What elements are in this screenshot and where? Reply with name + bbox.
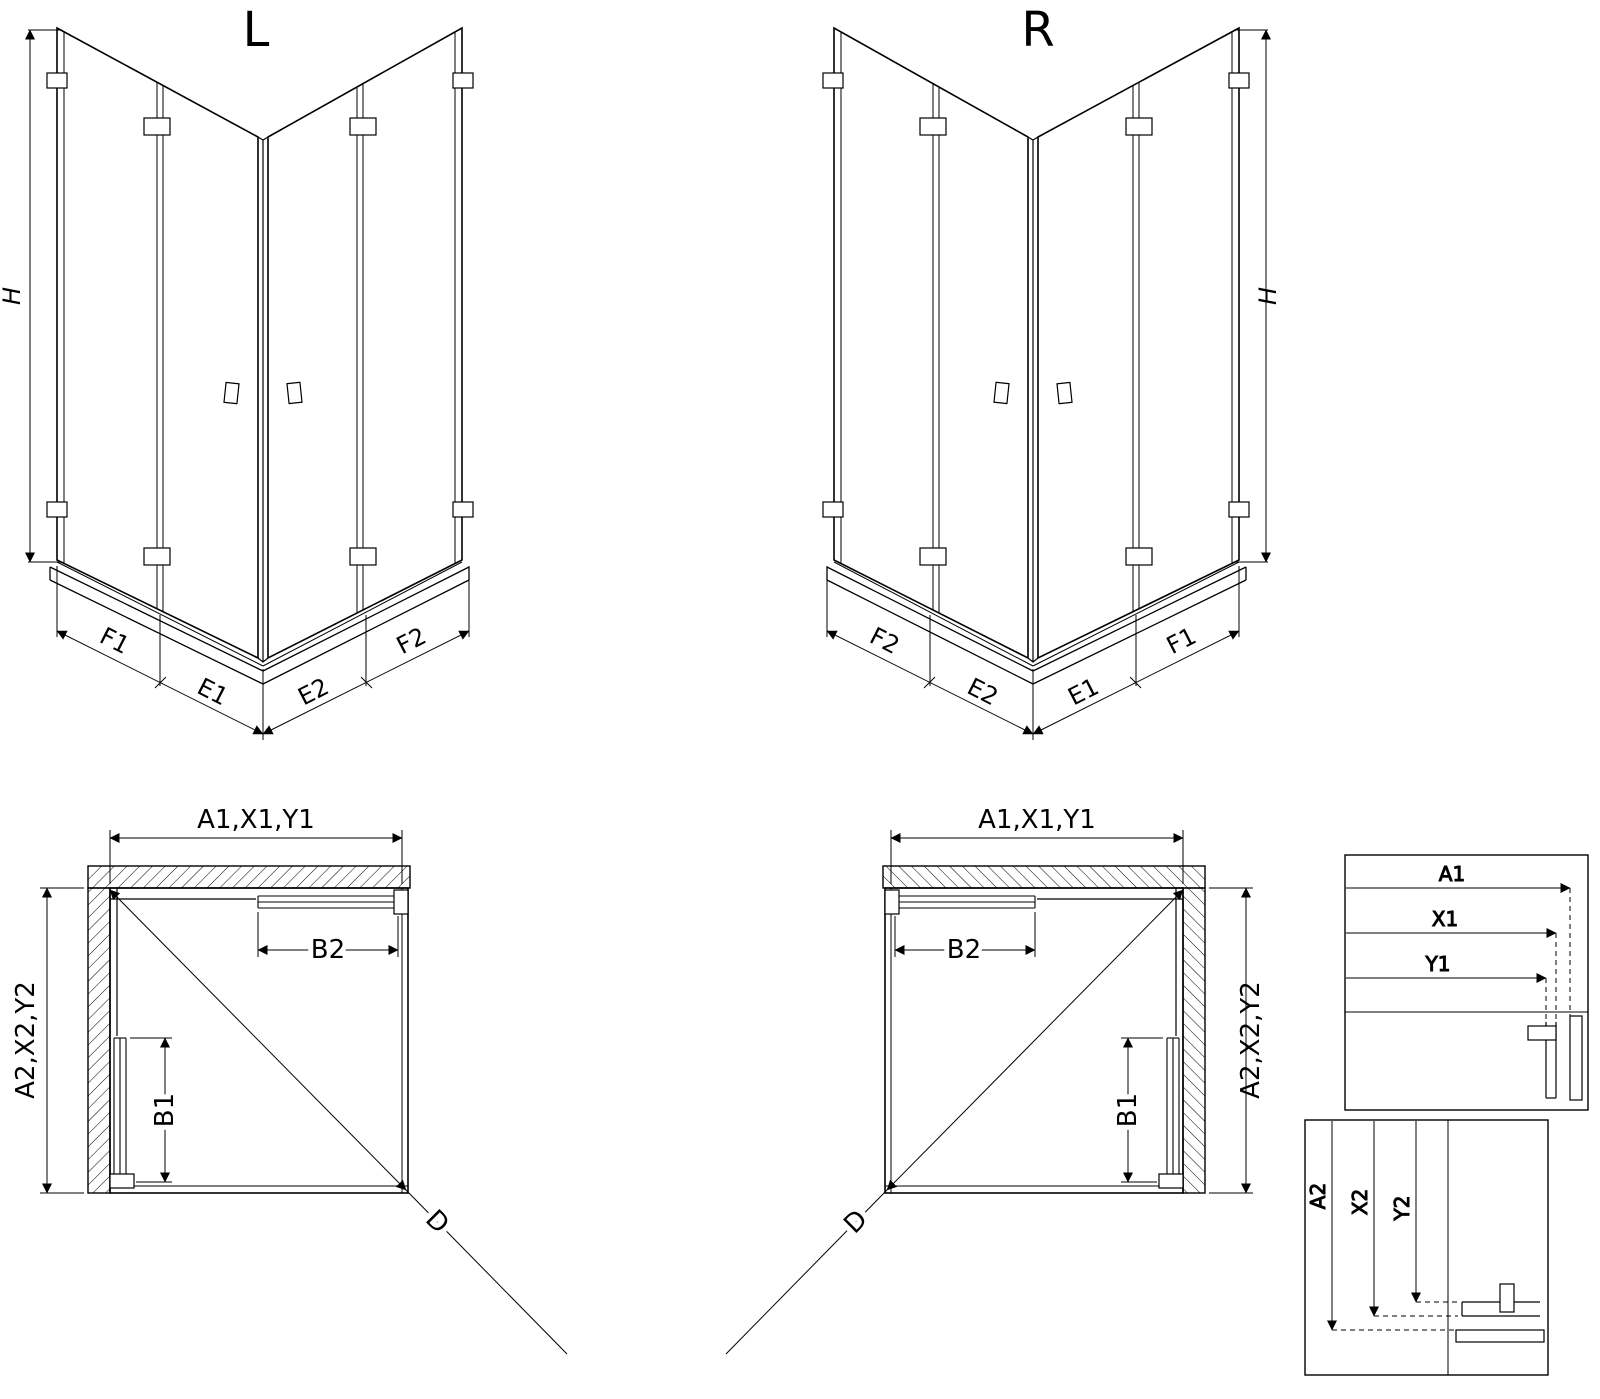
a1-label: A1	[1439, 862, 1465, 886]
detail-box-depth: A2 X2 Y2	[1304, 1119, 1549, 1376]
width-dim-label: A1,X1,Y1	[978, 805, 1096, 835]
f2-label: F2	[865, 622, 904, 660]
a2-label: A2	[1306, 1183, 1330, 1209]
reference-dashed-lines	[1332, 1301, 1462, 1331]
depth-dim-label: A2,X2,Y2	[1236, 981, 1266, 1099]
x2-label: X2	[1348, 1189, 1372, 1215]
f1-label: F1	[1162, 622, 1201, 660]
b1-label: B1	[150, 1093, 180, 1127]
wall-profile-detail	[1455, 1283, 1545, 1343]
f2-label: F2	[392, 622, 431, 660]
height-h-label: H	[1254, 287, 1282, 305]
width-dim-label: A1,X1,Y1	[197, 805, 315, 835]
depth-dim-label: A2,X2,Y2	[11, 981, 41, 1099]
b2-label: B2	[947, 935, 981, 965]
iso-view-left-labels: L H F1 E1 E2 F2	[0, 2, 431, 711]
y1-label: Y1	[1425, 952, 1451, 976]
e1-label: E1	[1063, 672, 1103, 711]
plan-view-right-geometry	[726, 830, 1253, 1354]
b1-label: B1	[1113, 1093, 1143, 1127]
variant-r-label: R	[1021, 2, 1054, 58]
y2-label: Y2	[1390, 1196, 1414, 1222]
b2-label: B2	[311, 935, 345, 965]
x1-label: X1	[1432, 907, 1458, 931]
reference-dashed-lines	[1545, 888, 1571, 1024]
f1-label: F1	[95, 622, 134, 660]
e2-label: E2	[293, 672, 333, 711]
detail-box-width: A1 X1 Y1	[1344, 854, 1589, 1111]
variant-l-label: L	[243, 2, 270, 58]
height-h-label: H	[0, 287, 26, 305]
plan-view-left-geometry	[40, 830, 567, 1354]
e1-label: E1	[193, 672, 233, 711]
wall-profile-detail	[1527, 1015, 1583, 1101]
e2-label: E2	[963, 672, 1003, 711]
iso-view-right-labels: R H F2 E2 E1 F1	[865, 2, 1282, 711]
